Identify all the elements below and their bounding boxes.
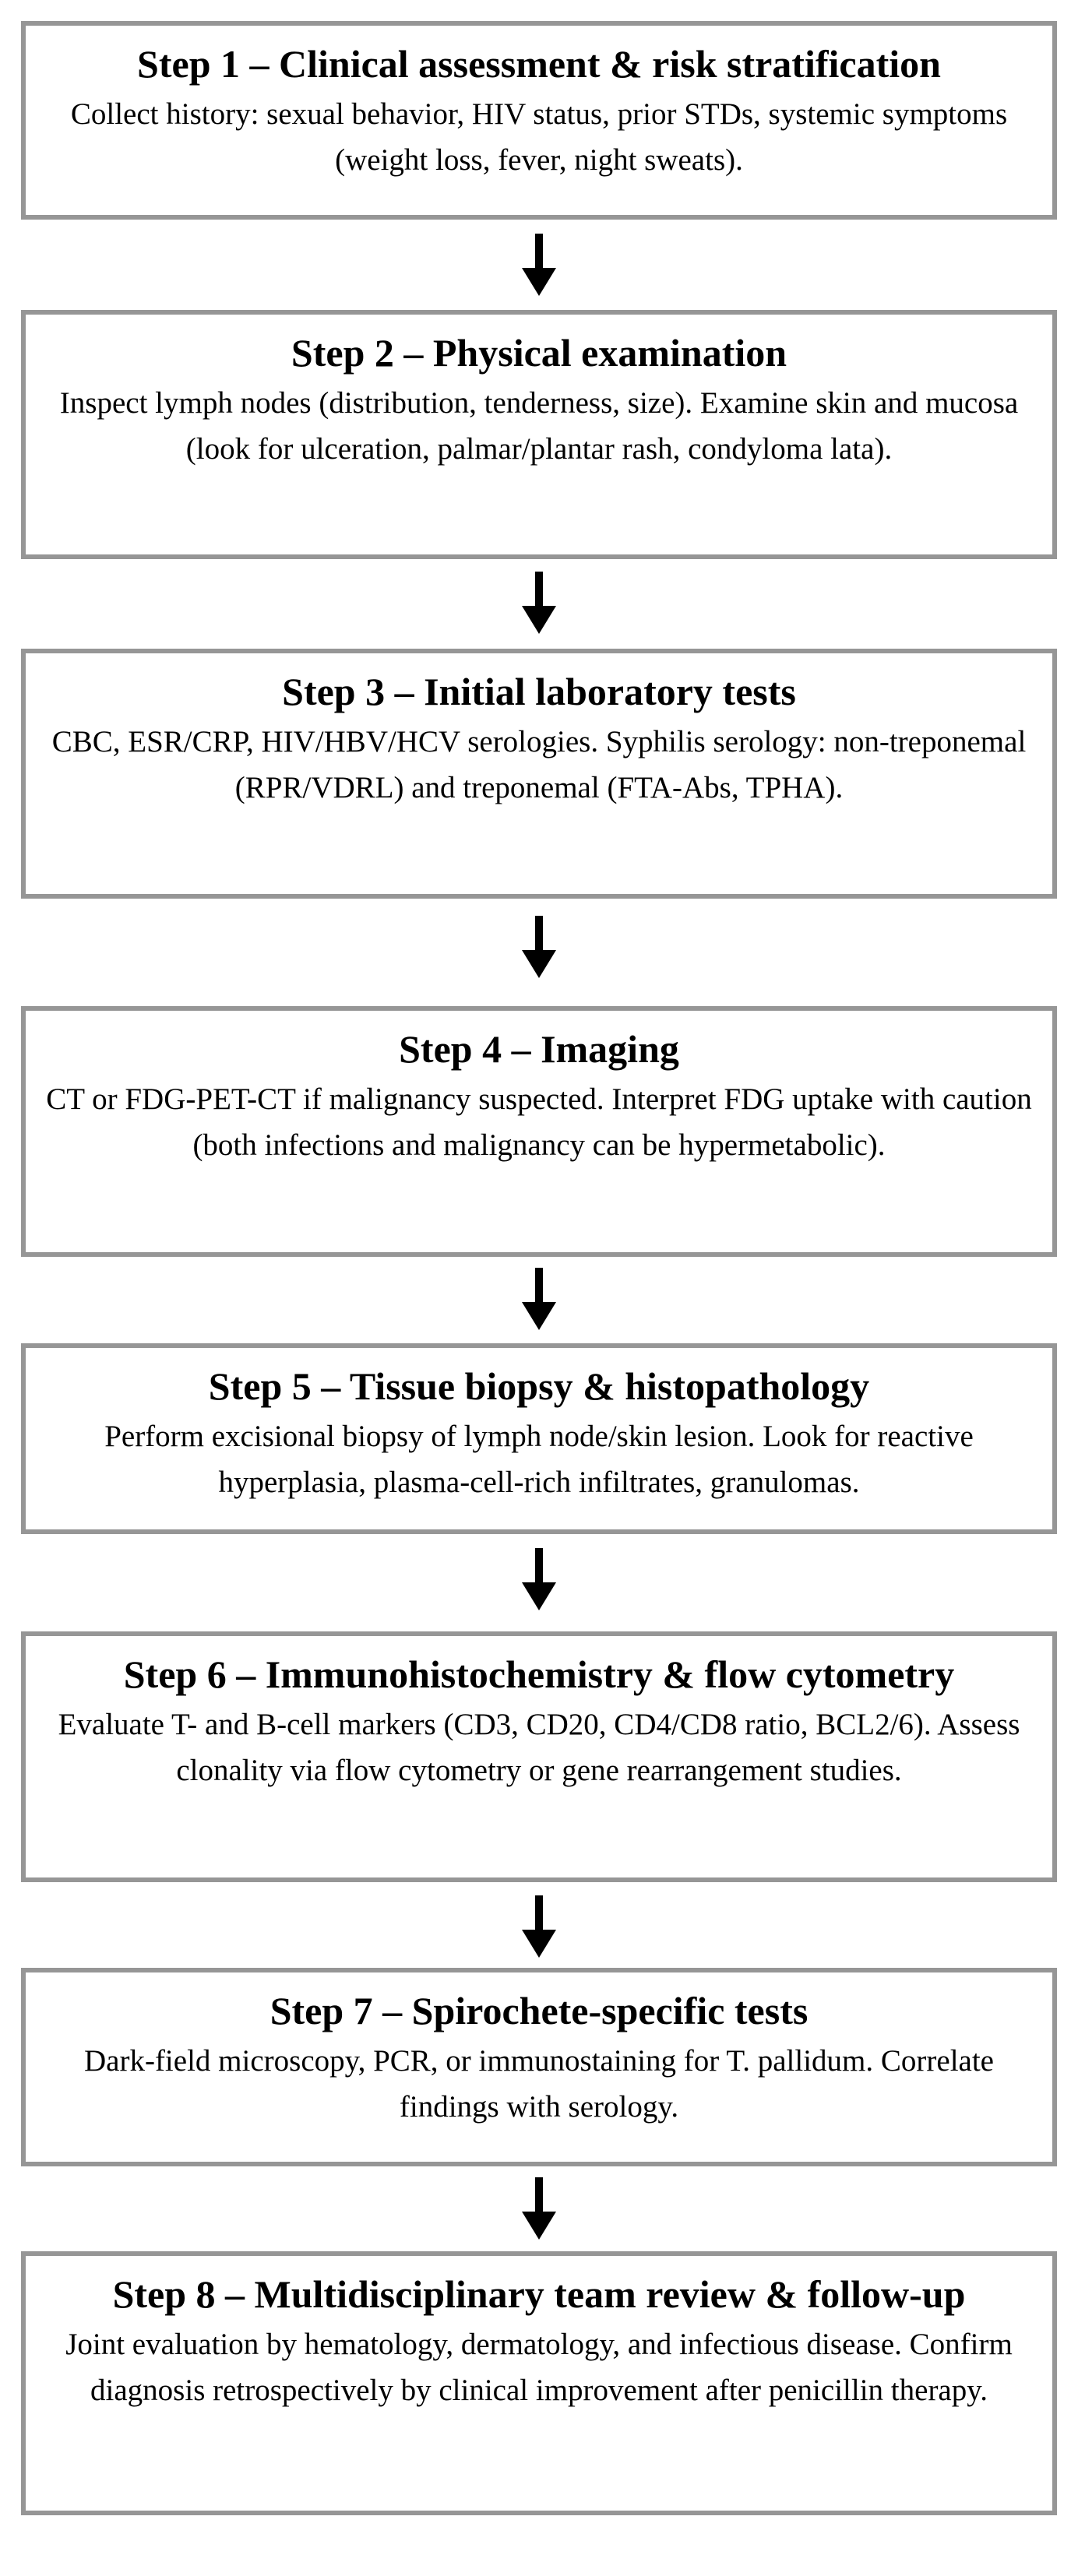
step-4-title: Step 4 – Imaging [399, 1027, 679, 1071]
step-1-body: Collect history: sexual behavior, HIV st… [70, 97, 1008, 177]
step-8-body: Joint evaluation by hematology, dermatol… [65, 2328, 1013, 2407]
step-1-box: Step 1 – Clinical assessment & risk stra… [21, 21, 1057, 220]
step-7-body: Dark-field microscopy, PCR, or immunosta… [84, 2044, 994, 2124]
down-arrow-icon [519, 234, 559, 296]
step-5-body: Perform excisional biopsy of lymph node/… [104, 1420, 974, 1499]
down-arrow-icon [519, 1268, 559, 1330]
down-arrow-icon [519, 1548, 559, 1610]
step-1-title: Step 1 – Clinical assessment & risk stra… [137, 42, 941, 86]
step-6-title: Step 6 – Immunohistochemistry & flow cyt… [123, 1652, 955, 1696]
down-arrow-icon [519, 572, 559, 634]
step-3-box: Step 3 – Initial laboratory tests CBC, E… [21, 649, 1057, 899]
step-5-box: Step 5 – Tissue biopsy & histopathology … [21, 1343, 1057, 1534]
step-8-box: Step 8 – Multidisciplinary team review &… [21, 2251, 1057, 2515]
step-6-box: Step 6 – Immunohistochemistry & flow cyt… [21, 1631, 1057, 1882]
step-2-box: Step 2 – Physical examination Inspect ly… [21, 310, 1057, 559]
step-6-body: Evaluate T- and B-cell markers (CD3, CD2… [58, 1708, 1020, 1787]
step-3-body: CBC, ESR/CRP, HIV/HBV/HCV serologies. Sy… [51, 725, 1027, 804]
step-4-box: Step 4 – Imaging CT or FDG-PET-CT if mal… [21, 1006, 1057, 1257]
step-7-title: Step 7 – Spirochete-specific tests [270, 1989, 808, 2032]
step-2-body: Inspect lymph nodes (distribution, tende… [59, 386, 1019, 466]
step-5-title: Step 5 – Tissue biopsy & histopathology [208, 1364, 870, 1408]
step-8-title: Step 8 – Multidisciplinary team review &… [112, 2272, 966, 2316]
step-3-title: Step 3 – Initial laboratory tests [282, 670, 796, 713]
down-arrow-icon [519, 1895, 559, 1958]
step-4-body: CT or FDG-PET-CT if malignancy suspected… [46, 1082, 1032, 1162]
down-arrow-icon [519, 916, 559, 978]
down-arrow-icon [519, 2177, 559, 2240]
step-7-box: Step 7 – Spirochete-specific tests Dark-… [21, 1968, 1057, 2166]
step-2-title: Step 2 – Physical examination [291, 331, 787, 375]
